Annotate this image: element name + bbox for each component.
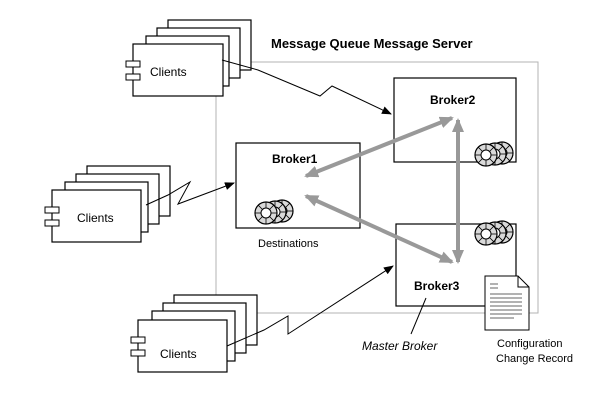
broker2-box: Broker2 xyxy=(393,77,517,166)
destinations-label: Destinations xyxy=(258,238,319,250)
clients-label-1: Clients xyxy=(150,65,187,79)
component-icon xyxy=(130,336,146,344)
broker3-label: Broker3 xyxy=(414,279,460,293)
clients-group-3: Clients xyxy=(130,294,258,373)
component-icon xyxy=(125,73,141,81)
master-broker-callout-line xyxy=(410,297,427,335)
master-broker-label: Master Broker xyxy=(362,339,438,353)
clients-group-1: Clients xyxy=(125,19,252,97)
broker1-box: Broker1 xyxy=(235,142,361,229)
client-connection-1 xyxy=(221,59,392,115)
client-connection-2 xyxy=(145,180,235,206)
component-icon xyxy=(125,60,141,68)
client-connection-3 xyxy=(226,265,394,347)
message-server-boundary xyxy=(215,61,539,314)
broker2-label: Broker2 xyxy=(430,93,476,107)
broker1-broker3-link xyxy=(304,194,454,264)
destination-disks-icon xyxy=(475,142,513,166)
broker1-label: Broker1 xyxy=(272,152,318,166)
config-record-label-line1: Configuration xyxy=(497,338,562,350)
clients-label-2: Clients xyxy=(77,211,114,225)
component-icon xyxy=(130,349,146,357)
clients-label-3: Clients xyxy=(160,347,197,361)
destination-disks-icon xyxy=(475,221,513,245)
broker1-broker2-link xyxy=(304,116,454,178)
config-record-document-icon xyxy=(484,275,530,331)
component-icon xyxy=(44,206,60,214)
clients-group-2: Clients xyxy=(44,165,171,243)
server-title: Message Queue Message Server xyxy=(271,36,473,51)
component-icon xyxy=(44,219,60,227)
config-record-label-line2: Change Record xyxy=(496,353,573,365)
destination-disks-icon xyxy=(255,200,293,224)
